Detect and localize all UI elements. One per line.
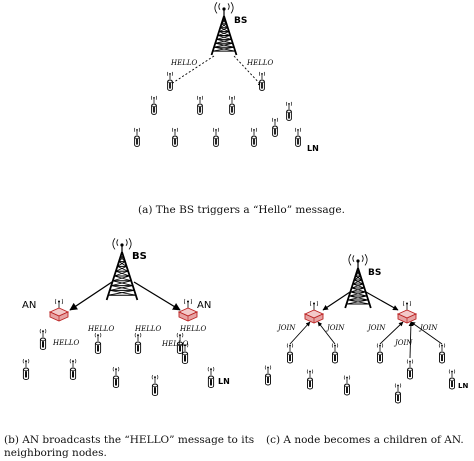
panel-a-hello-label-right: HELLO [246,59,274,67]
panel-c-base-station [344,253,372,309]
sensor-node-icon [406,359,414,380]
sensor-node-icon [181,342,189,365]
panel-a-hello-links [167,55,263,87]
panel-c-ln-label: LN [458,382,468,390]
sensor-node-icon [394,383,402,404]
caption-c: (c) A node becomes a children of AN. [266,434,464,446]
sensor-node-icon [331,343,339,364]
hello-arrow-left [167,55,215,87]
sensor-node-icon [229,95,235,115]
sensor-node-icon [272,117,278,137]
join-arrow [289,321,311,345]
panel-b-ln-label: LN [218,377,230,386]
caption-a: (a) The BS triggers a “Hello” message. [138,204,345,216]
panel-a-base-station [210,1,238,56]
sensor-node-icon [251,127,257,147]
sensor-node-icon [259,71,265,91]
sensor-node-icon [438,343,446,364]
panel-b-hello-3: HELLO [179,325,207,333]
sensor-node-icon [94,332,102,355]
sensor-node-icon [112,366,120,389]
sensor-node-icon [306,369,314,390]
sensor-node-icon [286,343,294,364]
sensor-node-icon [213,127,219,147]
panel-a-nodes [134,71,301,147]
sensor-node-icon [376,343,384,364]
link-bs-to-an-right [133,281,181,311]
panel-c-join-2: JOIN [325,324,345,332]
panel-b-nodes [22,298,215,397]
sensor-node-icon [176,332,184,355]
join-arrow [408,321,414,359]
panel-b-hello-1: HELLO [87,325,115,333]
sensor-node-icon [448,369,456,390]
panel-b-links [69,281,181,311]
panel-c: BS JOIN JOIN JOIN JOIN JOIN LN [264,253,468,404]
panel-b-an-label-right: AN [197,300,211,311]
panel-c-join-4: JOIN [418,324,438,332]
panel-b-an-label-left: AN [22,300,36,311]
panel-a-bs-label: BS [234,16,247,26]
hello-arrow-right [233,55,263,87]
link-bs-to-an-left [69,281,113,311]
panel-b-base-station [105,237,139,301]
sensor-node-icon [22,358,30,381]
sensor-node-icon [134,127,140,147]
sensor-node-icon [39,328,47,351]
link-bs-to-an-right [365,291,399,311]
panel-a-hello-label-left: HELLO [170,59,198,67]
panel-a-ln-label: LN [307,144,319,153]
sensor-node-icon [264,365,272,386]
panel-b-bs-label: BS [132,251,147,262]
aggregator-node-icon [303,300,325,324]
panel-a: BS HELLO HELLO LN [134,1,319,153]
sensor-node-icon [151,374,159,397]
sensor-node-icon [167,71,173,91]
sensor-node-icon [295,127,301,147]
sensor-node-icon [207,366,215,389]
aggregator-node-icon [48,298,70,322]
panel-b-hello-4: HELLO [52,339,80,347]
link-bs-to-an-left [322,291,351,311]
sensor-node-icon [343,375,351,396]
sensor-node-icon [134,332,142,355]
panel-b-hello-5: HELLO [161,340,189,348]
join-arrow [379,321,404,345]
panel-b: BS AN AN HELLO HELLO HELLO HELLO HELLO L… [22,237,230,397]
panel-c-join-5: JOIN [393,339,413,347]
join-arrow [317,321,336,345]
panel-c-bs-label: BS [368,268,381,278]
cell-tower-icon [105,237,139,301]
panel-c-join-1: JOIN [276,324,296,332]
sensor-node-icon [286,101,292,121]
cell-tower-icon [210,1,238,56]
cell-tower-icon [344,253,372,309]
panel-c-links [289,291,443,359]
aggregator-node-icon [396,300,418,324]
sensor-node-icon [172,127,178,147]
sensor-node-icon [197,95,203,115]
caption-b-line1: (b) AN broadcasts the “HELLO” message to… [4,434,255,446]
sensor-node-icon [151,95,157,115]
panel-c-nodes [264,300,456,404]
join-arrow [410,321,443,345]
panel-b-hello-2: HELLO [134,325,162,333]
aggregator-node-icon [177,298,199,322]
sensor-node-icon [69,358,77,381]
panel-c-join-3: JOIN [366,324,386,332]
caption-b-line2: neighboring nodes. [4,447,107,459]
